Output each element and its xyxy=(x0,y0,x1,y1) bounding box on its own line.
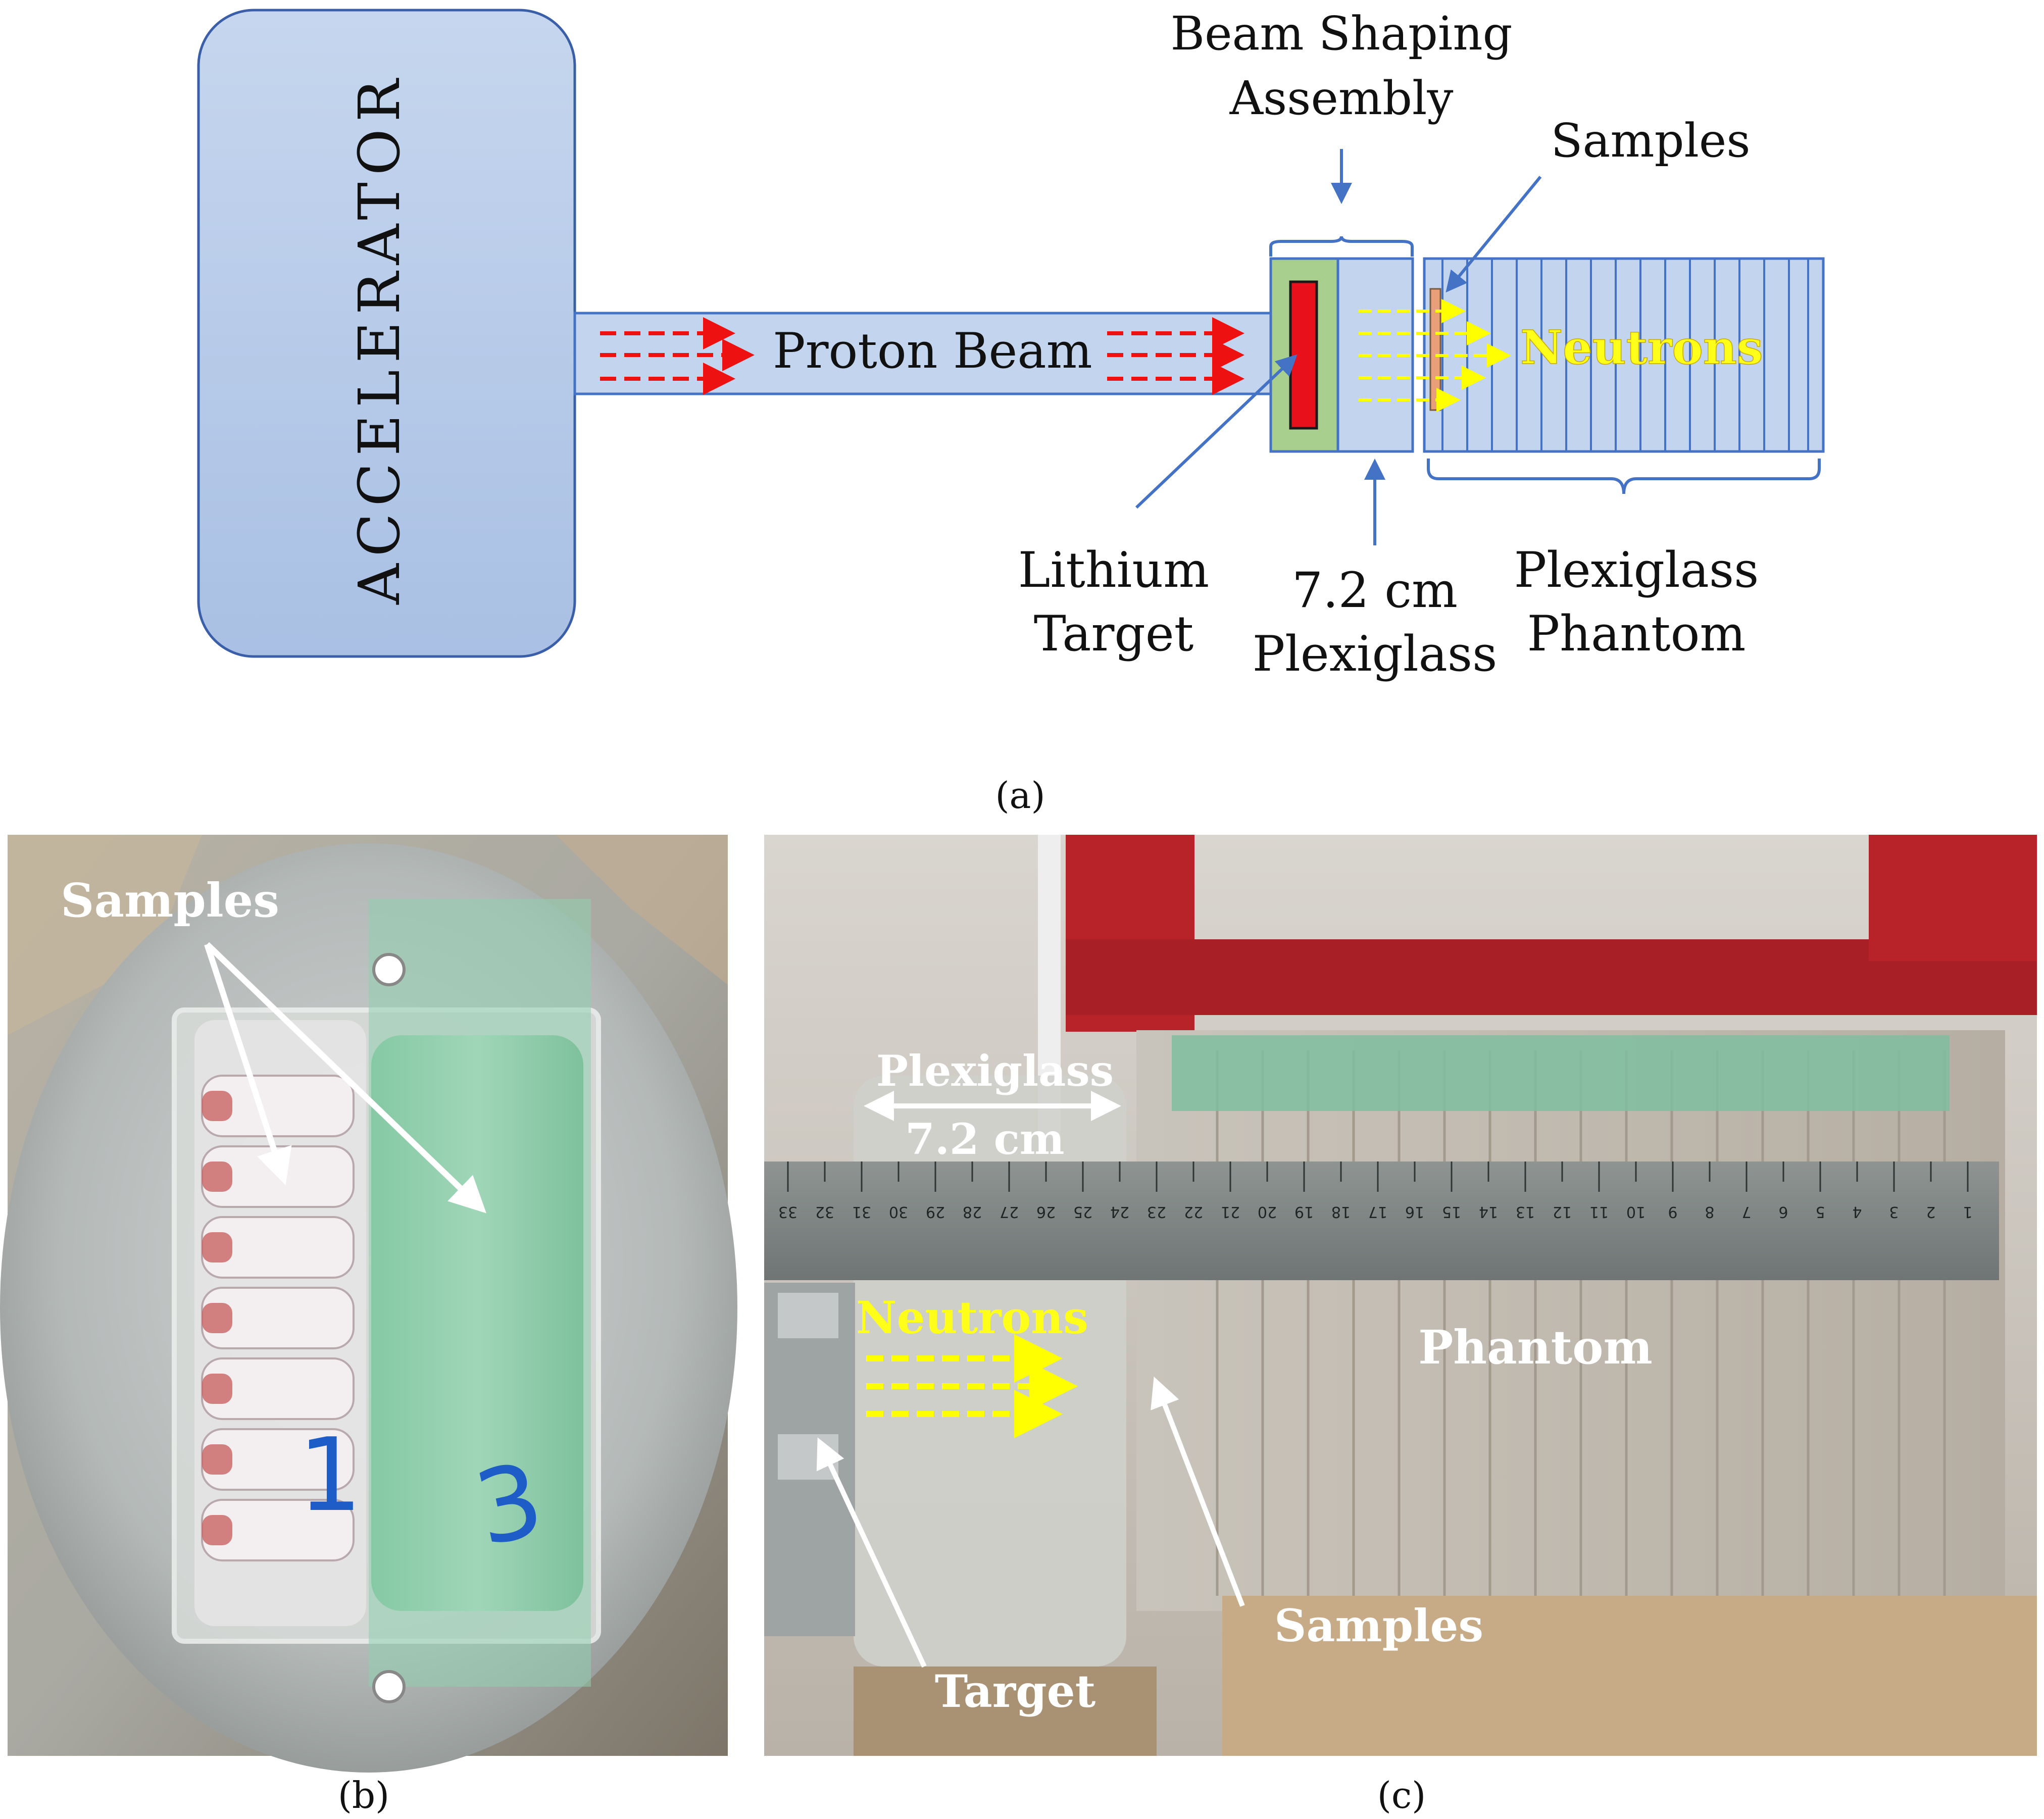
panel-b-photo: 3 1 Samples (b) xyxy=(0,835,737,1816)
lithium-target xyxy=(1289,280,1318,430)
proton-arrows-left xyxy=(600,317,755,395)
ruler-number: 2 xyxy=(1926,1203,1935,1221)
ruler-number: 30 xyxy=(889,1203,908,1221)
ruler-number: 5 xyxy=(1815,1203,1825,1221)
steel-ruler xyxy=(764,1161,1999,1280)
bsa-brace xyxy=(1269,236,1414,257)
ruler-number: 28 xyxy=(963,1203,982,1221)
ruler-number: 7 xyxy=(1741,1203,1751,1221)
ruler-number: 17 xyxy=(1368,1203,1387,1221)
plexiglass-label-c: Plexiglass xyxy=(876,1046,1114,1096)
ruler-number: 6 xyxy=(1778,1203,1788,1221)
target-label-c: Target xyxy=(935,1665,1096,1717)
ruler-number: 20 xyxy=(1258,1203,1277,1221)
plexiglass-label-line2: Plexiglass xyxy=(1253,626,1498,682)
ruler-number: 27 xyxy=(1000,1203,1019,1221)
ruler-number: 3 xyxy=(1889,1203,1899,1221)
bsa-label-line2: Assembly xyxy=(1229,71,1454,125)
ruler-number: 32 xyxy=(815,1203,834,1221)
sample-vials xyxy=(201,1075,355,1561)
ruler-number: 19 xyxy=(1294,1203,1314,1221)
lithium-label-line2: Target xyxy=(1034,605,1194,662)
panel-a-diagram: ACCELERATOR Proton Beam xyxy=(197,7,1825,817)
lithium-label-line1: Lithium xyxy=(1018,542,1209,598)
samples-label-c: Samples xyxy=(1274,1599,1483,1652)
neutrons-label-c: Neutrons xyxy=(856,1291,1088,1344)
proton-arrows-right xyxy=(1107,317,1244,395)
bsa-label-line1: Beam Shaping xyxy=(1171,7,1513,61)
phantom-brace xyxy=(1427,459,1821,494)
phantom-body xyxy=(1136,1030,2005,1611)
phantom-slab-edges-c xyxy=(1216,1050,1946,1596)
beam-tube xyxy=(573,312,1272,395)
ruler-number: 15 xyxy=(1442,1203,1461,1221)
neutrons-label-a: Neutrons xyxy=(1520,320,1763,375)
samples-label-a: Samples xyxy=(1551,114,1750,168)
neutron-arrows xyxy=(1359,299,1511,412)
ruler-ticks xyxy=(787,1161,1969,1192)
sample-strip xyxy=(1429,288,1441,411)
bolt-hole-bottom xyxy=(372,1670,406,1703)
caption-a: (a) xyxy=(995,774,1045,817)
ruler-number: 4 xyxy=(1852,1203,1862,1221)
ruler-number: 12 xyxy=(1553,1203,1572,1221)
ruler-number: 31 xyxy=(852,1203,871,1221)
ruler-number: 22 xyxy=(1184,1203,1203,1221)
phantom-label-c: Phantom xyxy=(1418,1320,1653,1375)
caption-b: (b) xyxy=(338,1774,389,1816)
bolt-hole-top xyxy=(372,953,406,986)
bag-mark-1: 1 xyxy=(298,1417,362,1534)
green-bag xyxy=(371,1035,583,1611)
phantom-label-line2: Phantom xyxy=(1527,605,1746,662)
accelerator-label: ACCELERATOR xyxy=(347,72,413,605)
ruler-number: 21 xyxy=(1221,1203,1240,1221)
ruler-number: 18 xyxy=(1331,1203,1351,1221)
neutron-arrows-c xyxy=(866,1334,1078,1438)
ruler-number: 14 xyxy=(1479,1203,1498,1221)
proton-beam-label: Proton Beam xyxy=(773,323,1092,379)
ruler-number: 25 xyxy=(1073,1203,1092,1221)
samples-arrows-b xyxy=(204,942,486,1214)
ruler-number: 23 xyxy=(1147,1203,1166,1221)
ruler-number: 26 xyxy=(1036,1203,1056,1221)
ruler-number: 13 xyxy=(1516,1203,1535,1221)
caption-c: (c) xyxy=(1377,1774,1426,1816)
ruler-number: 11 xyxy=(1589,1203,1609,1221)
ruler-number: 1 xyxy=(1963,1203,1972,1221)
ruler-number: 33 xyxy=(778,1203,797,1221)
ruler-number: 10 xyxy=(1626,1203,1646,1221)
phantom-label-line1: Plexiglass xyxy=(1514,542,1759,598)
samples-label-b: Samples xyxy=(61,873,279,928)
ruler-number: 24 xyxy=(1110,1203,1129,1221)
ruler-number: 9 xyxy=(1668,1203,1677,1221)
ruler-number: 8 xyxy=(1705,1203,1714,1221)
ruler-number: 16 xyxy=(1405,1203,1424,1221)
vial-red-tips xyxy=(202,1091,232,1545)
green-tape-c xyxy=(1172,1035,1950,1111)
ruler-number: 29 xyxy=(926,1203,945,1221)
wood-block xyxy=(1222,1596,2037,1756)
plexiglass-label-line1: 7.2 cm xyxy=(1292,562,1458,619)
plexiglass-size-c: 7.2 cm xyxy=(905,1114,1064,1164)
